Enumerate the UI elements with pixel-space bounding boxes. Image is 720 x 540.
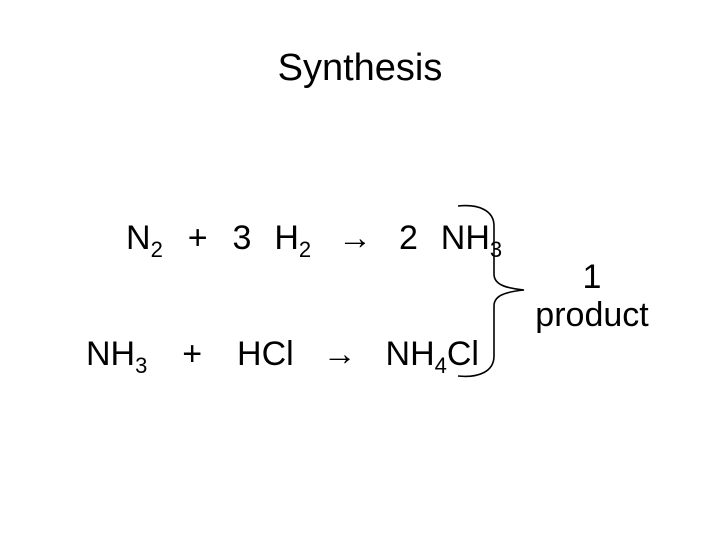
reaction-arrow-icon: → [322, 335, 357, 373]
reactant-nitrogen: N2 [126, 219, 163, 261]
reactant-ammonia: NH3 [86, 335, 147, 377]
formula-subscript: 3 [135, 353, 148, 378]
formula-subscript: 4 [434, 353, 447, 378]
formula-subscript: 2 [150, 237, 163, 262]
result-label: 1 product [522, 258, 662, 334]
formula-symbol: NH [86, 335, 136, 373]
plus-sign: + [182, 335, 203, 373]
coefficient: 3 [232, 219, 252, 257]
formula-subscript: 3 [489, 237, 503, 262]
slide-title: Synthesis [277, 47, 443, 89]
product-count: 1 [582, 258, 602, 296]
coefficient: 2 [398, 219, 418, 257]
equation-ammonium-chloride: NH3 + HCl → NH4Cl [86, 334, 479, 377]
formula-symbol: NH [440, 219, 490, 257]
product-word: product [535, 296, 649, 334]
equation-ammonia-synthesis: N2 + 3 H2 → 2 NH3 [126, 218, 502, 261]
reaction-arrow-icon: → [338, 219, 373, 257]
reactant-hydrogen-chloride: HCl [237, 335, 294, 373]
formula-symbol: NH [385, 335, 435, 373]
plus-sign: + [187, 219, 208, 257]
formula-symbol: N [126, 219, 151, 257]
reactant-hydrogen: H2 [274, 219, 311, 261]
product-ammonium-chloride: NH4Cl [385, 335, 479, 377]
product-ammonia: NH3 [440, 219, 502, 261]
formula-symbol: H [274, 219, 299, 257]
formula-symbol: Cl [446, 335, 479, 373]
formula-subscript: 2 [298, 237, 312, 262]
right-brace-icon [457, 204, 525, 378]
